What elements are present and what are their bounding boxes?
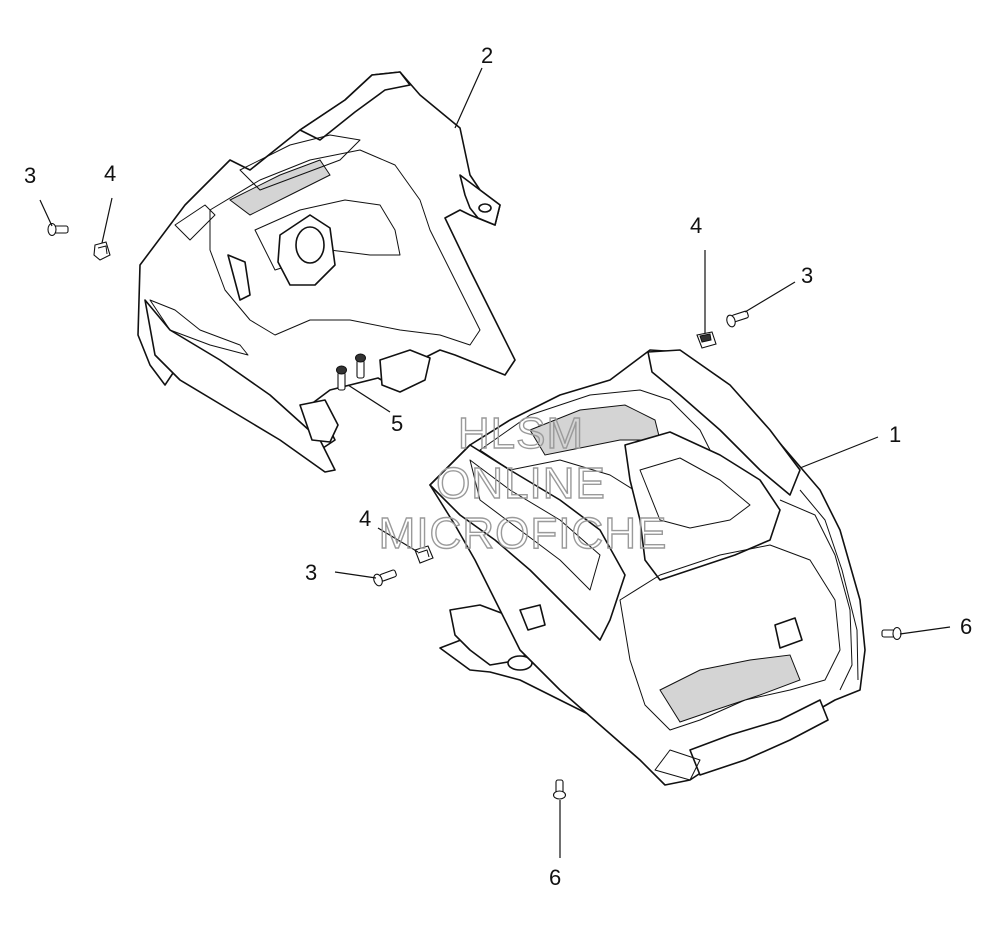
screw-3-top-left	[47, 222, 69, 237]
part-2-upper-housing	[137, 71, 516, 473]
callout-4: 4	[359, 506, 371, 531]
callout-3: 3	[305, 560, 317, 585]
callout-4: 4	[104, 161, 116, 186]
callout-6: 6	[549, 865, 561, 890]
callout-labels: 2 3 4 4 3 1 5 4 3 6 6	[24, 43, 972, 890]
screw-6-bottom	[552, 779, 567, 800]
leader-3a	[39, 199, 53, 227]
leader-2	[454, 67, 483, 129]
leader-5	[347, 384, 391, 413]
callout-3: 3	[24, 163, 36, 188]
clip-4-top-left	[93, 241, 111, 261]
part-1-lower-housing	[429, 349, 866, 786]
watermark-line-3: MICROFICHE	[379, 509, 668, 558]
clip-4-top-right	[696, 331, 717, 349]
watermark-line-2: ONLINE	[436, 459, 606, 508]
callout-4: 4	[690, 213, 702, 238]
leader-6a	[899, 626, 951, 635]
screw-3-middle	[373, 569, 397, 587]
callout-5: 5	[391, 411, 403, 436]
leader-4c	[377, 527, 419, 553]
leader-1	[799, 436, 879, 469]
leader-3c	[334, 571, 377, 579]
callout-2: 2	[481, 43, 493, 68]
callout-3: 3	[801, 263, 813, 288]
leader-4a	[101, 197, 113, 244]
clip-4-middle	[414, 545, 434, 564]
leader-lines	[39, 67, 951, 858]
leader-3b	[744, 281, 796, 313]
watermark-line-1: HLSM	[458, 409, 584, 458]
screw-3-top-right	[726, 310, 749, 328]
callout-6: 6	[960, 614, 972, 639]
callout-1: 1	[889, 422, 901, 447]
screws-5	[336, 353, 366, 391]
watermark: HLSM ONLINE MICROFICHE	[378, 408, 668, 558]
screw-6-right	[881, 626, 902, 641]
